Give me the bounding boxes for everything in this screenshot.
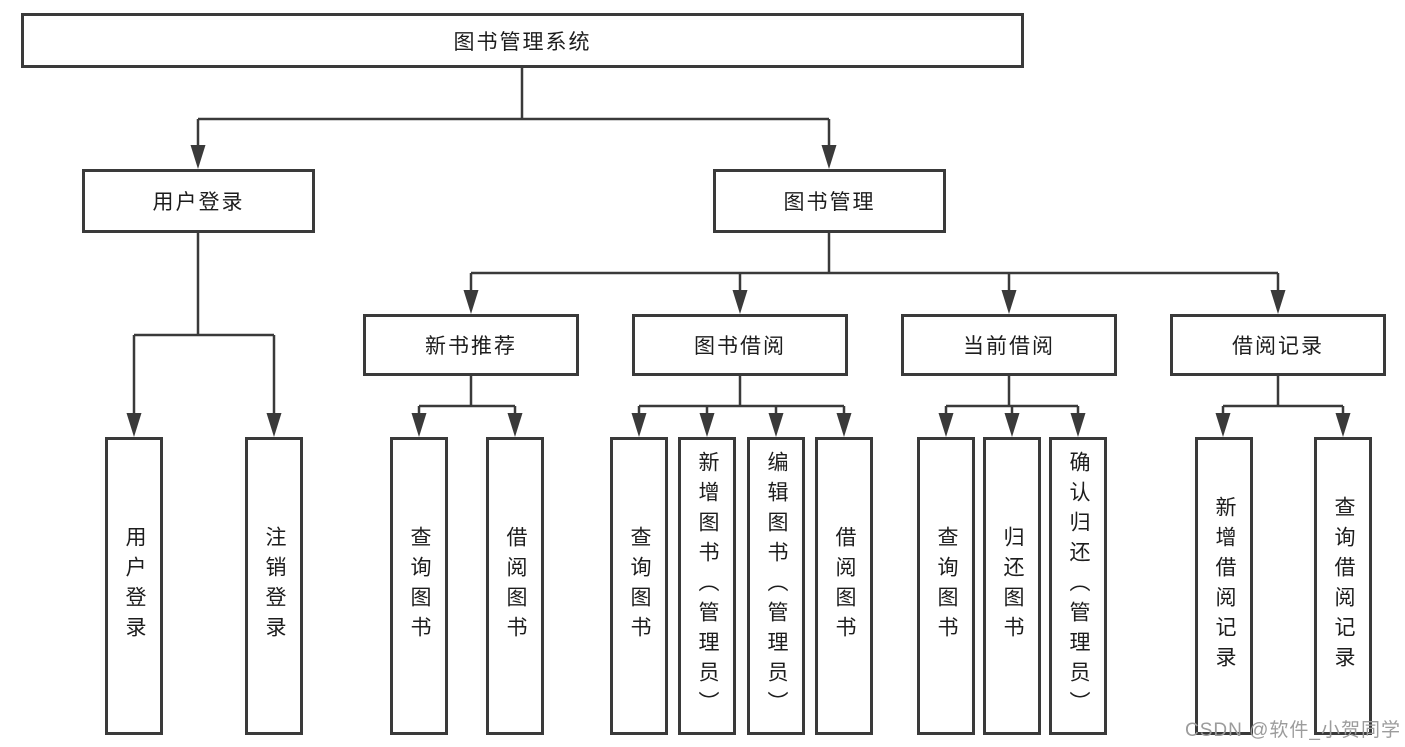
leaf-query-books-1-label: 查询图书 — [408, 526, 432, 646]
leaf-user-login: 用户登录 — [105, 437, 163, 735]
leaf-query-books-2-label: 查询图书 — [628, 526, 652, 646]
leaf-user-login-label: 用户登录 — [123, 526, 147, 646]
node-user-login-label: 用户登录 — [152, 191, 245, 214]
node-book-management: 图书管理 — [713, 169, 946, 233]
leaf-add-book-admin-label: 新增图书（管理员） — [696, 451, 720, 721]
node-borrow-records-label: 借阅记录 — [1232, 335, 1324, 358]
arrowheads-new-book-recommend-to-leaves — [411, 413, 523, 437]
leaf-return-books-label: 归还图书 — [1001, 526, 1025, 646]
node-new-book-recommend-label: 新书推荐 — [425, 335, 517, 358]
connector-borrow-records-to-leaves — [1221, 376, 1345, 428]
node-root: 图书管理系统 — [21, 13, 1024, 68]
node-borrow-records: 借阅记录 — [1170, 314, 1386, 376]
arrowheads-borrow-records-to-leaves — [1215, 413, 1351, 437]
connector-book-borrow-to-leaves — [637, 376, 846, 428]
leaf-query-borrow-record-label: 查询借阅记录 — [1332, 496, 1356, 676]
leaf-query-books-3: 查询图书 — [917, 437, 975, 735]
leaf-add-borrow-record: 新增借阅记录 — [1195, 437, 1253, 735]
leaf-add-borrow-record-label: 新增借阅记录 — [1213, 496, 1237, 676]
node-current-borrow-label: 当前借阅 — [963, 335, 1055, 358]
node-user-login: 用户登录 — [82, 169, 315, 233]
leaf-borrow-books-1: 借阅图书 — [486, 437, 544, 735]
leaf-confirm-return-admin: 确认归还（管理员） — [1049, 437, 1107, 735]
leaf-edit-book-admin-label: 编辑图书（管理员） — [765, 451, 789, 721]
arrowheads-current-borrow-to-leaves — [938, 413, 1086, 437]
arrowheads-book-management-to-level3 — [463, 290, 1286, 314]
arrowheads-user-login-to-leaves — [126, 413, 282, 437]
leaf-query-books-3-label: 查询图书 — [935, 526, 959, 646]
node-book-borrow: 图书借阅 — [632, 314, 848, 376]
leaf-query-borrow-record: 查询借阅记录 — [1314, 437, 1372, 735]
leaf-edit-book-admin: 编辑图书（管理员） — [747, 437, 805, 735]
csdn-watermark: CSDN @软件_小贺同学 — [1185, 720, 1401, 741]
leaf-logout: 注销登录 — [245, 437, 303, 735]
leaf-borrow-books-2: 借阅图书 — [815, 437, 873, 735]
connector-new-book-recommend-to-leaves — [417, 376, 517, 428]
connector-root-to-level2 — [196, 68, 831, 160]
leaf-borrow-books-2-label: 借阅图书 — [833, 526, 857, 646]
node-root-label: 图书管理系统 — [453, 30, 592, 54]
leaf-logout-label: 注销登录 — [263, 526, 287, 646]
node-book-borrow-label: 图书借阅 — [694, 335, 786, 358]
arrowheads-root-to-level2 — [190, 145, 837, 169]
leaf-add-book-admin: 新增图书（管理员） — [678, 437, 736, 735]
node-new-book-recommend: 新书推荐 — [363, 314, 579, 376]
connector-book-management-to-level3 — [469, 233, 1280, 305]
leaf-confirm-return-admin-label: 确认归还（管理员） — [1067, 451, 1091, 721]
arrowheads-book-borrow-to-leaves — [631, 413, 852, 437]
connector-user-login-to-leaves — [132, 233, 276, 428]
leaf-borrow-books-1-label: 借阅图书 — [504, 526, 528, 646]
node-current-borrow: 当前借阅 — [901, 314, 1117, 376]
leaf-return-books: 归还图书 — [983, 437, 1041, 735]
leaf-query-books-1: 查询图书 — [390, 437, 448, 735]
node-book-management-label: 图书管理 — [783, 191, 876, 214]
leaf-query-books-2: 查询图书 — [610, 437, 668, 735]
